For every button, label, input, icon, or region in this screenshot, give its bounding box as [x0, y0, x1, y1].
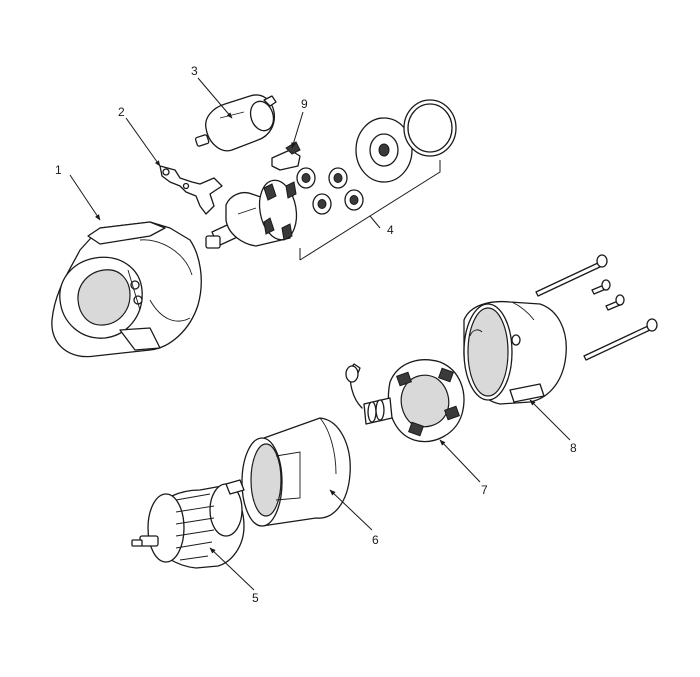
callout-5: 5: [252, 591, 259, 605]
leader-6: [329, 489, 373, 531]
planet-gears: [296, 167, 364, 215]
brush-holder: [345, 359, 465, 443]
leader-9: [291, 111, 304, 149]
plug: [271, 141, 301, 171]
leader-2: [125, 117, 161, 167]
short-screw-lower: [605, 294, 625, 311]
callout-1: 1: [55, 163, 62, 177]
planetary-gear-assembly: [205, 179, 298, 249]
callout-6: 6: [372, 533, 379, 547]
callout-9: 9: [301, 97, 308, 111]
shift-lever: [159, 165, 223, 215]
leader-8: [529, 399, 571, 441]
group-4-bracket: [299, 160, 441, 261]
internal-gear-washer: [355, 117, 413, 183]
leader-3: [197, 77, 233, 119]
o-ring: [403, 99, 457, 157]
callout-7: 7: [481, 483, 488, 497]
leader-7: [439, 439, 481, 483]
long-bolt-lower: [583, 318, 658, 361]
leader-lines: [69, 77, 571, 591]
short-screw-upper: [591, 279, 611, 295]
callout-4: 4: [387, 223, 394, 237]
callout-2: 2: [118, 105, 125, 119]
drive-end-housing: [51, 221, 202, 358]
leader-5: [209, 547, 255, 591]
field-frame: [241, 417, 351, 527]
callout-8: 8: [570, 441, 577, 455]
callout-3: 3: [191, 64, 198, 78]
long-bolt-upper: [535, 254, 608, 297]
yoke-housing: [463, 300, 567, 405]
armature: [131, 479, 245, 569]
leader-1: [69, 174, 101, 221]
solenoid-switch: [194, 94, 277, 152]
